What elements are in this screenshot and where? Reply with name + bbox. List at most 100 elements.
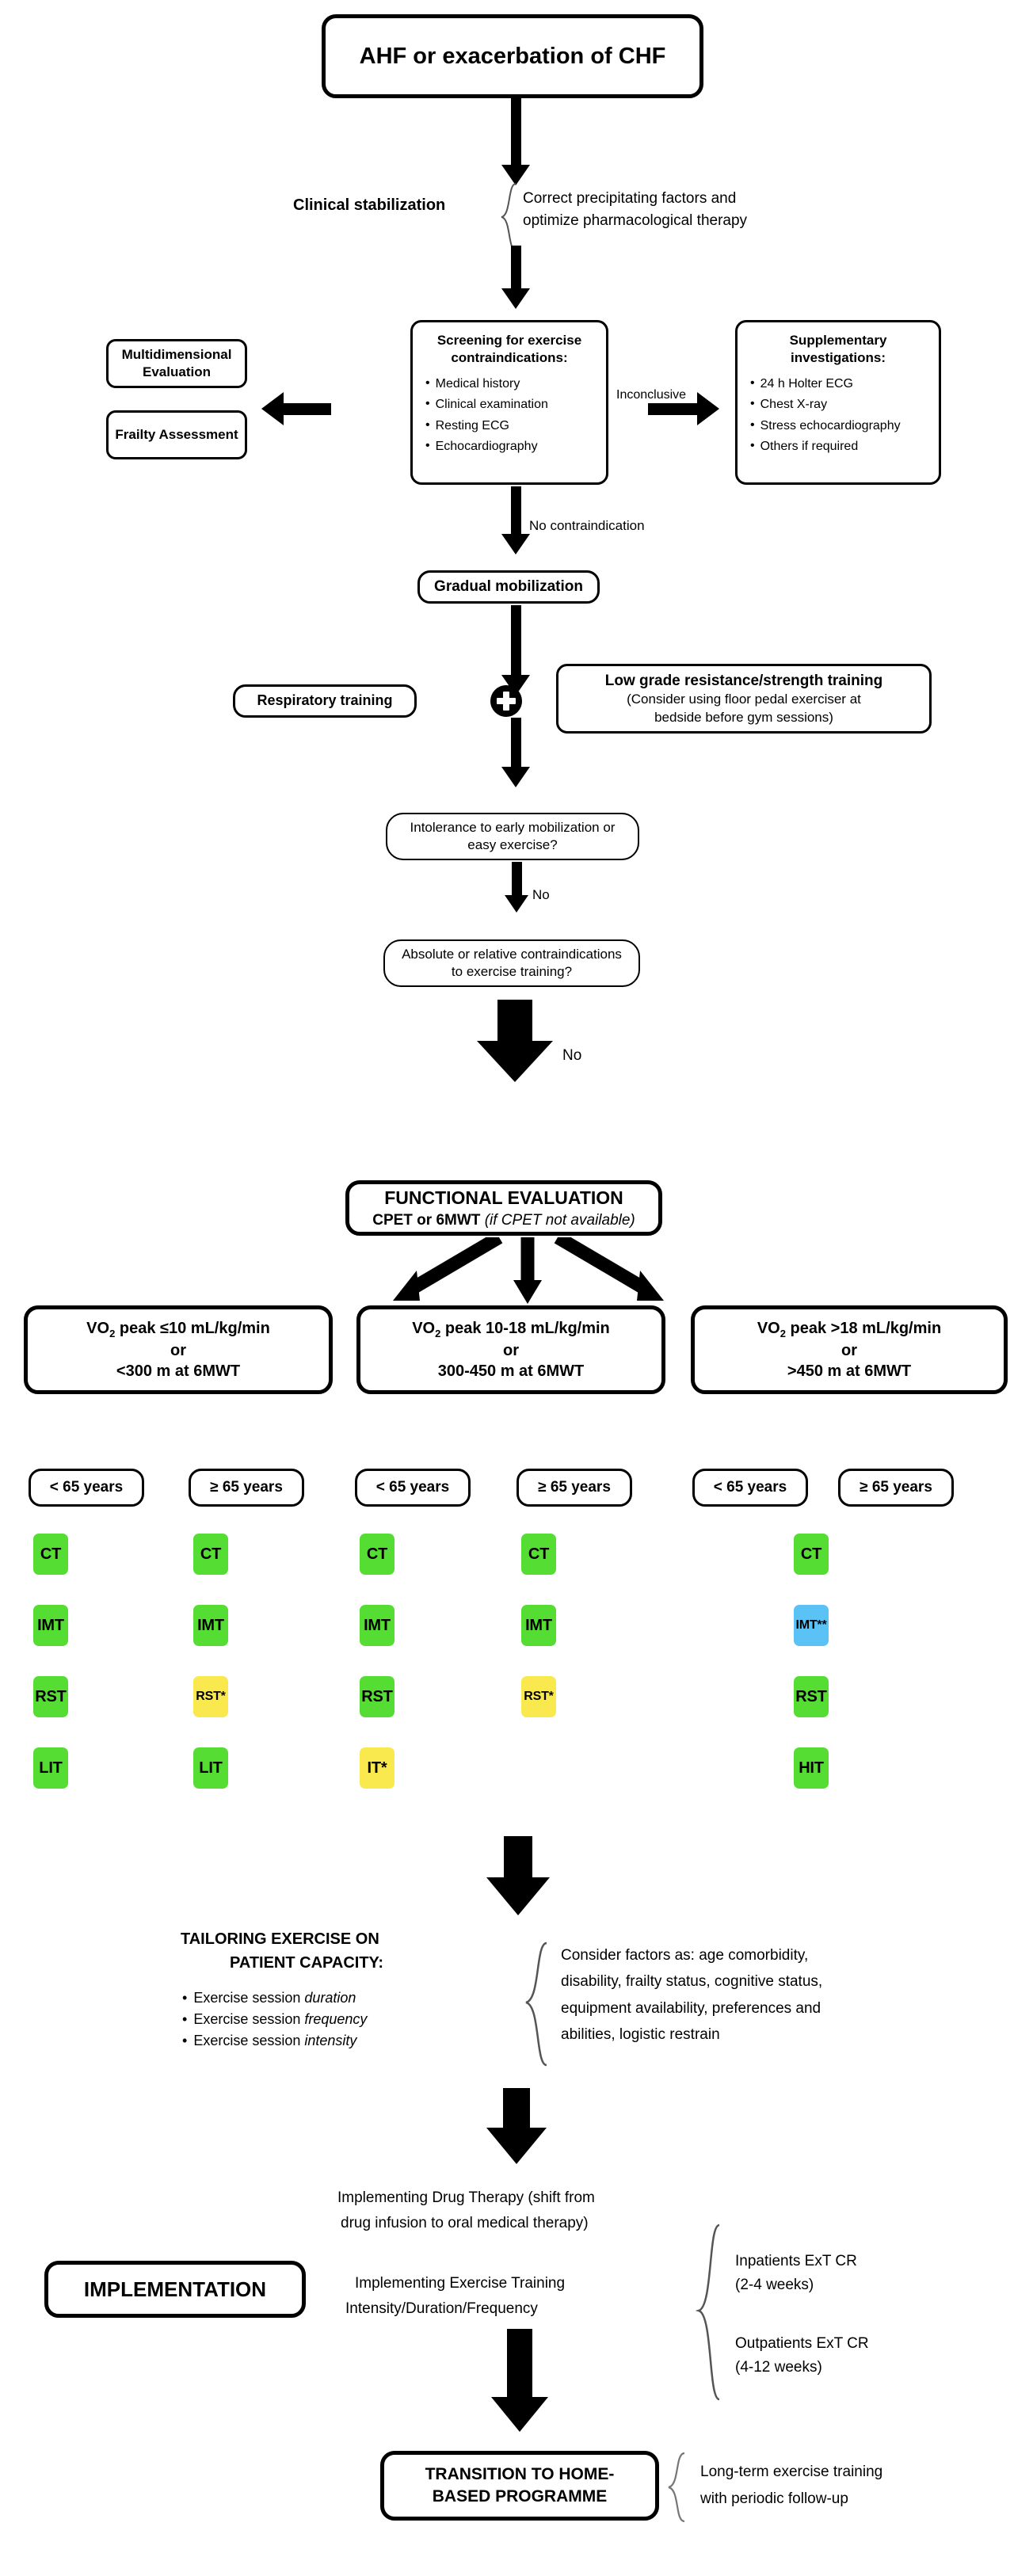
list-item: •Clinical examination (425, 396, 598, 413)
exercise-tag-rst: RST (794, 1676, 829, 1717)
supplementary-item-1: Chest X-ray (760, 398, 828, 412)
ahf-chf-label: AHF or exacerbation of CHF (359, 43, 666, 69)
age-box-label-2: < 65 years (375, 1479, 450, 1496)
arrow-decision2-to-functional (477, 1000, 553, 1082)
transition-line2: BASED PROGRAMME (432, 2487, 608, 2506)
transition-home-based-box: TRANSITION TO HOME- BASED PROGRAMME (380, 2451, 659, 2521)
exercise-tag-hit: HIT (794, 1747, 829, 1789)
respiratory-training-box: Respiratory training (233, 684, 417, 718)
list-item: •Stress echocardiography (750, 417, 931, 435)
inconclusive-label: Inconclusive (616, 388, 687, 402)
exercise-tag-imt: IMT (521, 1605, 556, 1646)
no-label-1: No (532, 887, 550, 902)
resistance-training-heading: Low grade resistance/strength training (604, 673, 883, 690)
screening-item-0: Medical history (435, 376, 520, 391)
stabilization-note-line1: Correct precipitating factors and (523, 190, 737, 207)
age-box-1: ≥ 65 years (189, 1469, 304, 1507)
frailty-assessment-box: Frailty Assessment (106, 410, 247, 459)
resistance-training-sub-line2: bedside before gym sessions) (654, 709, 833, 725)
tailoring-item-1: Exercise session frequency (193, 2011, 368, 2027)
screening-item-list: • Medical history •Clinical examination •… (421, 372, 598, 459)
bullet-icon: • (750, 417, 755, 432)
outpatients-ext-cr-line1: Outpatients ExT CR (735, 2335, 869, 2352)
exercise-tag-imt: IMT (360, 1605, 395, 1646)
tailoring-note-line-1: disability, frailty status, cognitive st… (561, 1973, 823, 1991)
screening-heading-line2: contraindications: (451, 350, 568, 366)
multidimensional-evaluation-line2: Evaluation (143, 364, 211, 379)
tailoring-heading-line2: PATIENT CAPACITY: (230, 1954, 384, 1972)
tailoring-item-2: Exercise session intensity (193, 2033, 357, 2048)
exercise-tag-ct: CT (33, 1534, 68, 1575)
bullet-icon: • (182, 2033, 188, 2048)
capacity-group-box-2: VO2 peak >18 mL/kg/min or >450 m at 6MWT (691, 1305, 1008, 1394)
capacity-0-line3: <300 m at 6MWT (116, 1362, 241, 1381)
tailoring-note-line-3: abilities, logistic restrain (561, 2025, 720, 2043)
functional-evaluation-box: FUNCTIONAL EVALUATION CPET or 6MWT (if C… (345, 1180, 662, 1236)
tailoring-brace (525, 1942, 547, 2067)
screening-item-2: Resting ECG (435, 418, 509, 433)
bullet-icon: • (182, 1990, 188, 2006)
ahf-chf-box: AHF or exacerbation of CHF (322, 14, 703, 98)
respiratory-training-label: Respiratory training (257, 692, 393, 709)
bullet-icon: • (750, 375, 755, 390)
exercise-tag-rst: RST (33, 1676, 68, 1717)
tailoring-heading-line1: TAILORING EXERCISE ON (181, 1930, 379, 1948)
implementation-drug-line1: Implementing Drug Therapy (shift from (337, 2189, 595, 2206)
functional-evaluation-sub: CPET or 6MWT (if CPET not available) (372, 1210, 635, 1230)
supplementary-item-3: Others if required (760, 440, 859, 454)
arrow-screening-to-mobilization (501, 486, 530, 554)
list-item: • Resting ECG (425, 417, 598, 435)
supplementary-item-0: 24 h Holter ECG (760, 376, 853, 391)
transition-brace (668, 2452, 685, 2523)
bullet-icon: • (425, 417, 430, 432)
gradual-mobilization-box: Gradual mobilization (417, 570, 600, 604)
arrow-tags-to-tailoring (486, 1836, 550, 1915)
implementation-drug-line2: drug infusion to oral medical therapy) (341, 2215, 589, 2231)
decision-intolerance-line2: easy exercise? (467, 837, 558, 852)
list-item: •Chest X-ray (750, 396, 931, 413)
multidimensional-evaluation-box: Multidimensional Evaluation (106, 339, 247, 388)
capacity-1-line3: 300-450 m at 6MWT (437, 1362, 585, 1381)
exercise-tag-imt: IMT (193, 1605, 228, 1646)
arrow-implementation-to-transition (491, 2329, 548, 2432)
no-contraindication-label: No contraindication (529, 518, 645, 533)
exercise-tag-lit: LIT (33, 1747, 68, 1789)
frailty-assessment-label: Frailty Assessment (115, 426, 238, 442)
inpatients-ext-cr-line2: (2-4 weeks) (735, 2277, 814, 2293)
exercise-tag-ct: CT (360, 1534, 395, 1575)
resistance-training-box: Low grade resistance/strength training (… (556, 664, 932, 734)
exercise-tag-rststar: RST* (521, 1676, 556, 1717)
tailoring-item-0: Exercise session duration (193, 1990, 356, 2006)
exercise-tag-imt: IMT (33, 1605, 68, 1646)
plus-icon (490, 685, 522, 717)
ext-cr-brace (696, 2224, 720, 2401)
implementation-exercise-line2: Intensity/Duration/Frequency (345, 2300, 538, 2317)
bullet-icon: • (750, 439, 755, 453)
age-box-2: < 65 years (355, 1469, 471, 1507)
screening-heading-line1: Screening for exercise (436, 333, 582, 348)
tailoring-note-line-2: equipment availability, preferences and (561, 1999, 821, 2017)
age-box-label-1: ≥ 65 years (210, 1479, 283, 1496)
no-label-2: No (562, 1047, 582, 1064)
supplementary-heading-line1: Supplementary (789, 333, 887, 348)
gradual-mobilization-label: Gradual mobilization (434, 578, 583, 596)
age-box-label-4: < 65 years (713, 1479, 787, 1496)
tailoring-note: Consider factors as: age comorbidity, di… (561, 1942, 973, 2048)
arrow-tailoring-to-implementation (486, 2088, 547, 2164)
transition-note-line1: Long-term exercise training (700, 2464, 883, 2480)
supplementary-investigations-box: Supplementary investigations: •24 h Holt… (735, 320, 941, 485)
implementation-exercise-line1: Implementing Exercise Training (355, 2275, 566, 2292)
capacity-1-line1: VO2 peak 10-18 mL/kg/min (412, 1319, 610, 1339)
resistance-training-sub-line1: (Consider using floor pedal exerciser at (627, 692, 861, 707)
tailoring-item-list: • Exercise session duration • Exercise s… (182, 1985, 467, 2054)
stabilization-brace (501, 183, 516, 251)
exercise-tag-ct: CT (521, 1534, 556, 1575)
capacity-1-line2: or (503, 1341, 519, 1359)
age-box-label-0: < 65 years (49, 1479, 124, 1496)
inpatients-ext-cr-line1: Inpatients ExT CR (735, 2253, 857, 2269)
stabilization-note-line2: optimize pharmacological therapy (523, 212, 748, 229)
multidimensional-evaluation-line1: Multidimensional (121, 346, 232, 362)
capacity-2-line2: or (841, 1341, 857, 1359)
bullet-icon: • (182, 2011, 188, 2027)
list-item: • Others if required (750, 438, 931, 455)
